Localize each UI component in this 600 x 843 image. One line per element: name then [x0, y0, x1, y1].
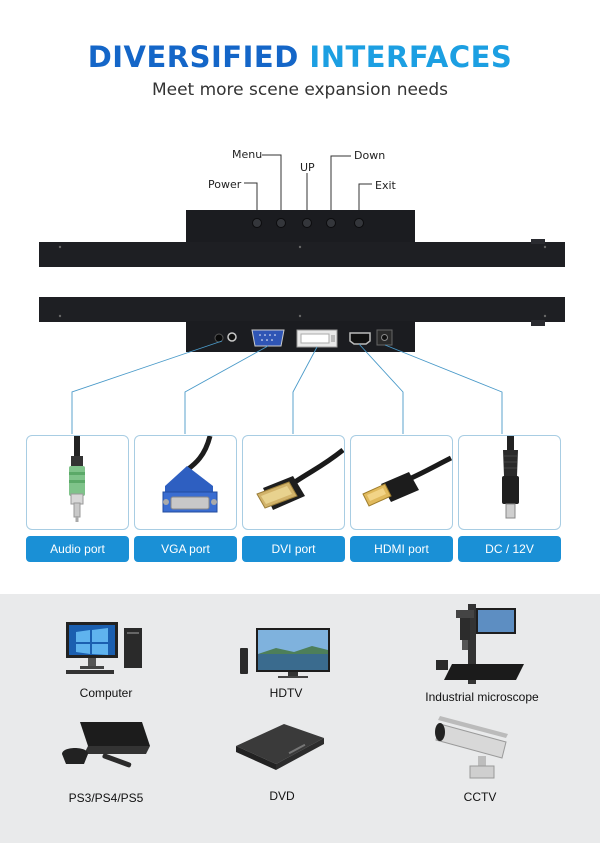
hdmi-connector-icon — [362, 455, 452, 507]
game-console-icon — [62, 722, 150, 768]
title-word-diversified: DIVERSIFIED — [87, 40, 299, 74]
monitor-top-view — [39, 154, 565, 267]
dvd-drive-icon — [236, 724, 324, 770]
vga-connector-icon — [162, 436, 218, 513]
ports-row — [26, 435, 561, 530]
label-menu: Menu — [232, 148, 263, 161]
exit-button-knob — [354, 218, 364, 228]
up-button-knob — [302, 218, 312, 228]
page-subtitle: Meet more scene expansion needs — [151, 80, 449, 100]
menu-button-knob — [276, 218, 286, 228]
dvi-connector-icon — [256, 448, 344, 510]
device-label-microscope: Industrial microscope — [425, 690, 539, 704]
port-label-hdmi: HDMI port — [350, 536, 453, 562]
device-label-hdtv: HDTV — [269, 686, 303, 700]
monitor-body-top — [39, 242, 565, 267]
label-up: UP — [300, 161, 315, 174]
audio-rca-plug-icon — [69, 436, 85, 522]
device-label-computer: Computer — [79, 686, 133, 700]
computer-icon — [66, 622, 142, 674]
monitor-bottom-view — [39, 297, 565, 434]
label-power: Power — [208, 178, 242, 191]
label-down: Down — [354, 149, 386, 162]
port-label-audio: Audio port — [26, 536, 129, 562]
port-card-dc — [458, 435, 561, 530]
port-card-vga — [134, 435, 237, 530]
industrial-microscope-icon — [436, 604, 524, 684]
compatible-devices-panel: Computer HDTV Industrial microscope PS3/… — [0, 594, 600, 843]
device-label-console: PS3/PS4/PS5 — [68, 791, 144, 805]
port-label-vga: VGA port — [134, 536, 237, 562]
down-button-knob — [326, 218, 336, 228]
button-panel-housing — [186, 210, 415, 244]
device-label-cctv: CCTV — [463, 790, 497, 804]
dc-barrel-plug-icon — [502, 436, 519, 519]
label-exit: Exit — [375, 179, 396, 192]
title-word-interfaces: INTERFACES — [309, 40, 513, 74]
port-label-dc: DC / 12V — [458, 536, 561, 562]
port-card-hdmi — [350, 435, 453, 530]
hdtv-icon — [240, 628, 330, 678]
cctv-camera-icon — [435, 716, 508, 779]
device-label-dvd: DVD — [269, 789, 295, 803]
port-label-dvi: DVI port — [242, 536, 345, 562]
power-button-knob — [252, 218, 262, 228]
port-card-audio — [26, 435, 129, 530]
page-title: DIVERSIFIED INTERFACES — [0, 40, 600, 74]
port-card-dvi — [242, 435, 345, 530]
monitor-body-bottom — [39, 297, 565, 322]
